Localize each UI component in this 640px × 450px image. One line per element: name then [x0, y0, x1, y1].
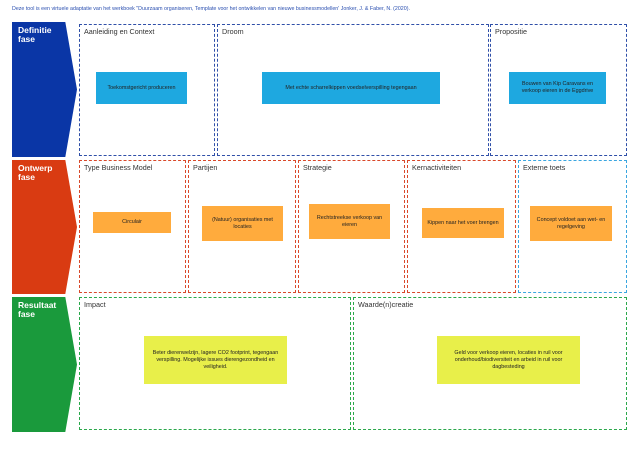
partijen-title: Partijen [193, 163, 218, 172]
ontwerp-fase-arrow: Ontwerp fase [12, 160, 77, 294]
partijen-panel: Partijen [188, 160, 296, 293]
type-business-model-panel: Type Business Model [79, 160, 186, 293]
definitie-fase-label: Definitie fase [18, 25, 52, 44]
impact-note[interactable]: Beter dierenwelzijn, lagere CO2 footprin… [144, 336, 287, 384]
type-business-model-note[interactable]: Circulair [93, 212, 171, 233]
droom-note[interactable]: Met echte scharrelkippen voedselverspill… [262, 72, 440, 104]
aanleiding-title: Aanleiding en Context [84, 27, 155, 36]
definitie-fase-arrow: Definitie fase [12, 22, 77, 157]
resultaat-fase-label: Resultaat fase [18, 300, 57, 319]
kernactiviteiten-title: Kernactiviteiten [412, 163, 462, 172]
externe-toets-panel: Externe toets [518, 160, 627, 293]
partijen-note[interactable]: (Natuur) organisaties met locaties [202, 206, 283, 241]
propositie-note[interactable]: Bouwen van Kip Caravans en verkoop eiere… [509, 72, 606, 104]
propositie-title: Propositie [495, 27, 527, 36]
droom-title: Droom [222, 27, 244, 36]
resultaat-fase-arrow: Resultaat fase [12, 297, 77, 432]
propositie-panel: Propositie [490, 24, 627, 156]
kernactiviteiten-panel: Kernactiviteiten [407, 160, 516, 293]
source-caption: Deze tool is een virtuele adaptatie van … [12, 6, 410, 12]
aanleiding-note[interactable]: Toekomstgericht produceren [96, 72, 187, 104]
droom-panel: Droom [217, 24, 489, 156]
impact-panel: Impact [79, 297, 351, 430]
ontwerp-fase-label: Ontwerp fase [18, 163, 53, 182]
strategie-panel: Strategie [298, 160, 405, 293]
waardecreatie-panel: Waarde(n)creatie [353, 297, 627, 430]
externe-toets-note[interactable]: Concept voldoet aan wet- en regelgeving [530, 206, 612, 241]
strategie-note[interactable]: Rechtstreekse verkoop van eieren [309, 204, 390, 239]
strategie-title: Strategie [303, 163, 332, 172]
type-business-model-title: Type Business Model [84, 163, 153, 172]
waardecreatie-note[interactable]: Geld voor verkoop eieren, locaties in ru… [437, 336, 580, 384]
aanleiding-panel: Aanleiding en Context [79, 24, 215, 156]
kernactiviteiten-note[interactable]: Kippen naar het voer brengen [422, 208, 504, 238]
impact-title: Impact [84, 300, 106, 309]
waardecreatie-title: Waarde(n)creatie [358, 300, 414, 309]
externe-toets-title: Externe toets [523, 163, 566, 172]
